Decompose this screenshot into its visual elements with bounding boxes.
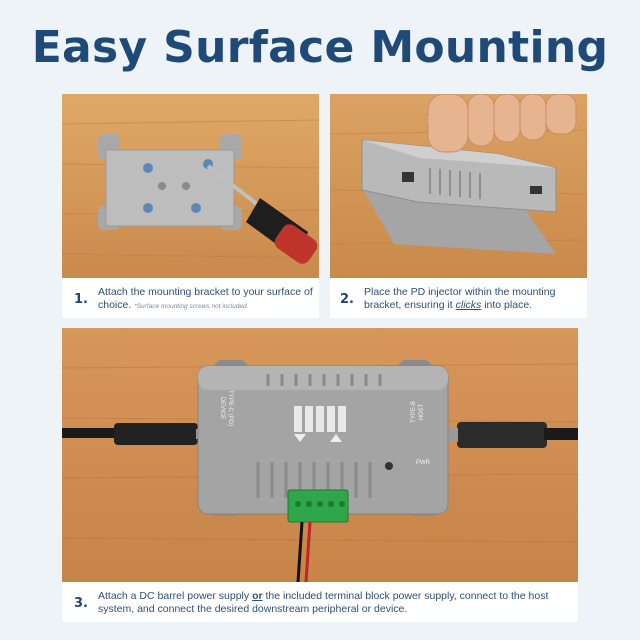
left-port-label-line2: DEVICE [219, 396, 225, 420]
step-3-text: Attach a DC barrel power supply or the i… [98, 590, 570, 616]
right-port-label: TYPE-B HOST [410, 394, 426, 430]
right-port-label-line1: TYPE-B [411, 401, 417, 423]
step-1-caption: 1. Attach the mounting bracket to your s… [74, 286, 314, 313]
step-1-number: 1. [74, 292, 88, 307]
left-port-label-line1: TYPE-C (PD) [227, 390, 233, 426]
step-3-emphasis: or [252, 590, 263, 602]
step-3-card: TYPE-C (PD) DEVICE TYPE-B HOST PWR 3. At… [62, 328, 578, 622]
right-port-label-line2: HOST [419, 403, 425, 421]
step-1-note: *Surface mounting screws not included. [134, 303, 249, 310]
step-2-caption: 2. Place the PD injector within the moun… [340, 286, 582, 312]
step-2-text: Place the PD injector within the mountin… [364, 286, 582, 312]
step-1-text: Attach the mounting bracket to your surf… [98, 286, 314, 313]
step-2-text-before: Place the PD injector within the mountin… [363, 286, 556, 311]
step-1-main-text: Attach the mounting bracket to your surf… [97, 286, 313, 311]
pwr-label: PWR [416, 460, 430, 466]
step-1-photo [62, 94, 319, 278]
step-2-photo [330, 94, 587, 278]
mounting-bracket [98, 134, 242, 230]
left-port-label: TYPE-C (PD) DEVICE [218, 386, 234, 430]
page-title: Easy Surface Mounting [31, 22, 609, 73]
step-2-number: 2. [340, 292, 354, 307]
step-1-card: 1. Attach the mounting bracket to your s… [62, 94, 319, 318]
step-3-number: 3. [74, 596, 88, 611]
led-indicators [294, 406, 346, 442]
step-2-card: 2. Place the PD injector within the moun… [330, 94, 587, 318]
step-2-text-after: into place. [481, 299, 533, 311]
step-3-photo [62, 328, 578, 582]
step-3-text-after: the included terminal block power supply… [97, 590, 549, 615]
step-3-caption: 3. Attach a DC barrel power supply or th… [74, 590, 570, 616]
step-2-emphasis: clicks [455, 299, 482, 311]
step-3-text-before: Attach a DC barrel power supply [97, 590, 253, 602]
